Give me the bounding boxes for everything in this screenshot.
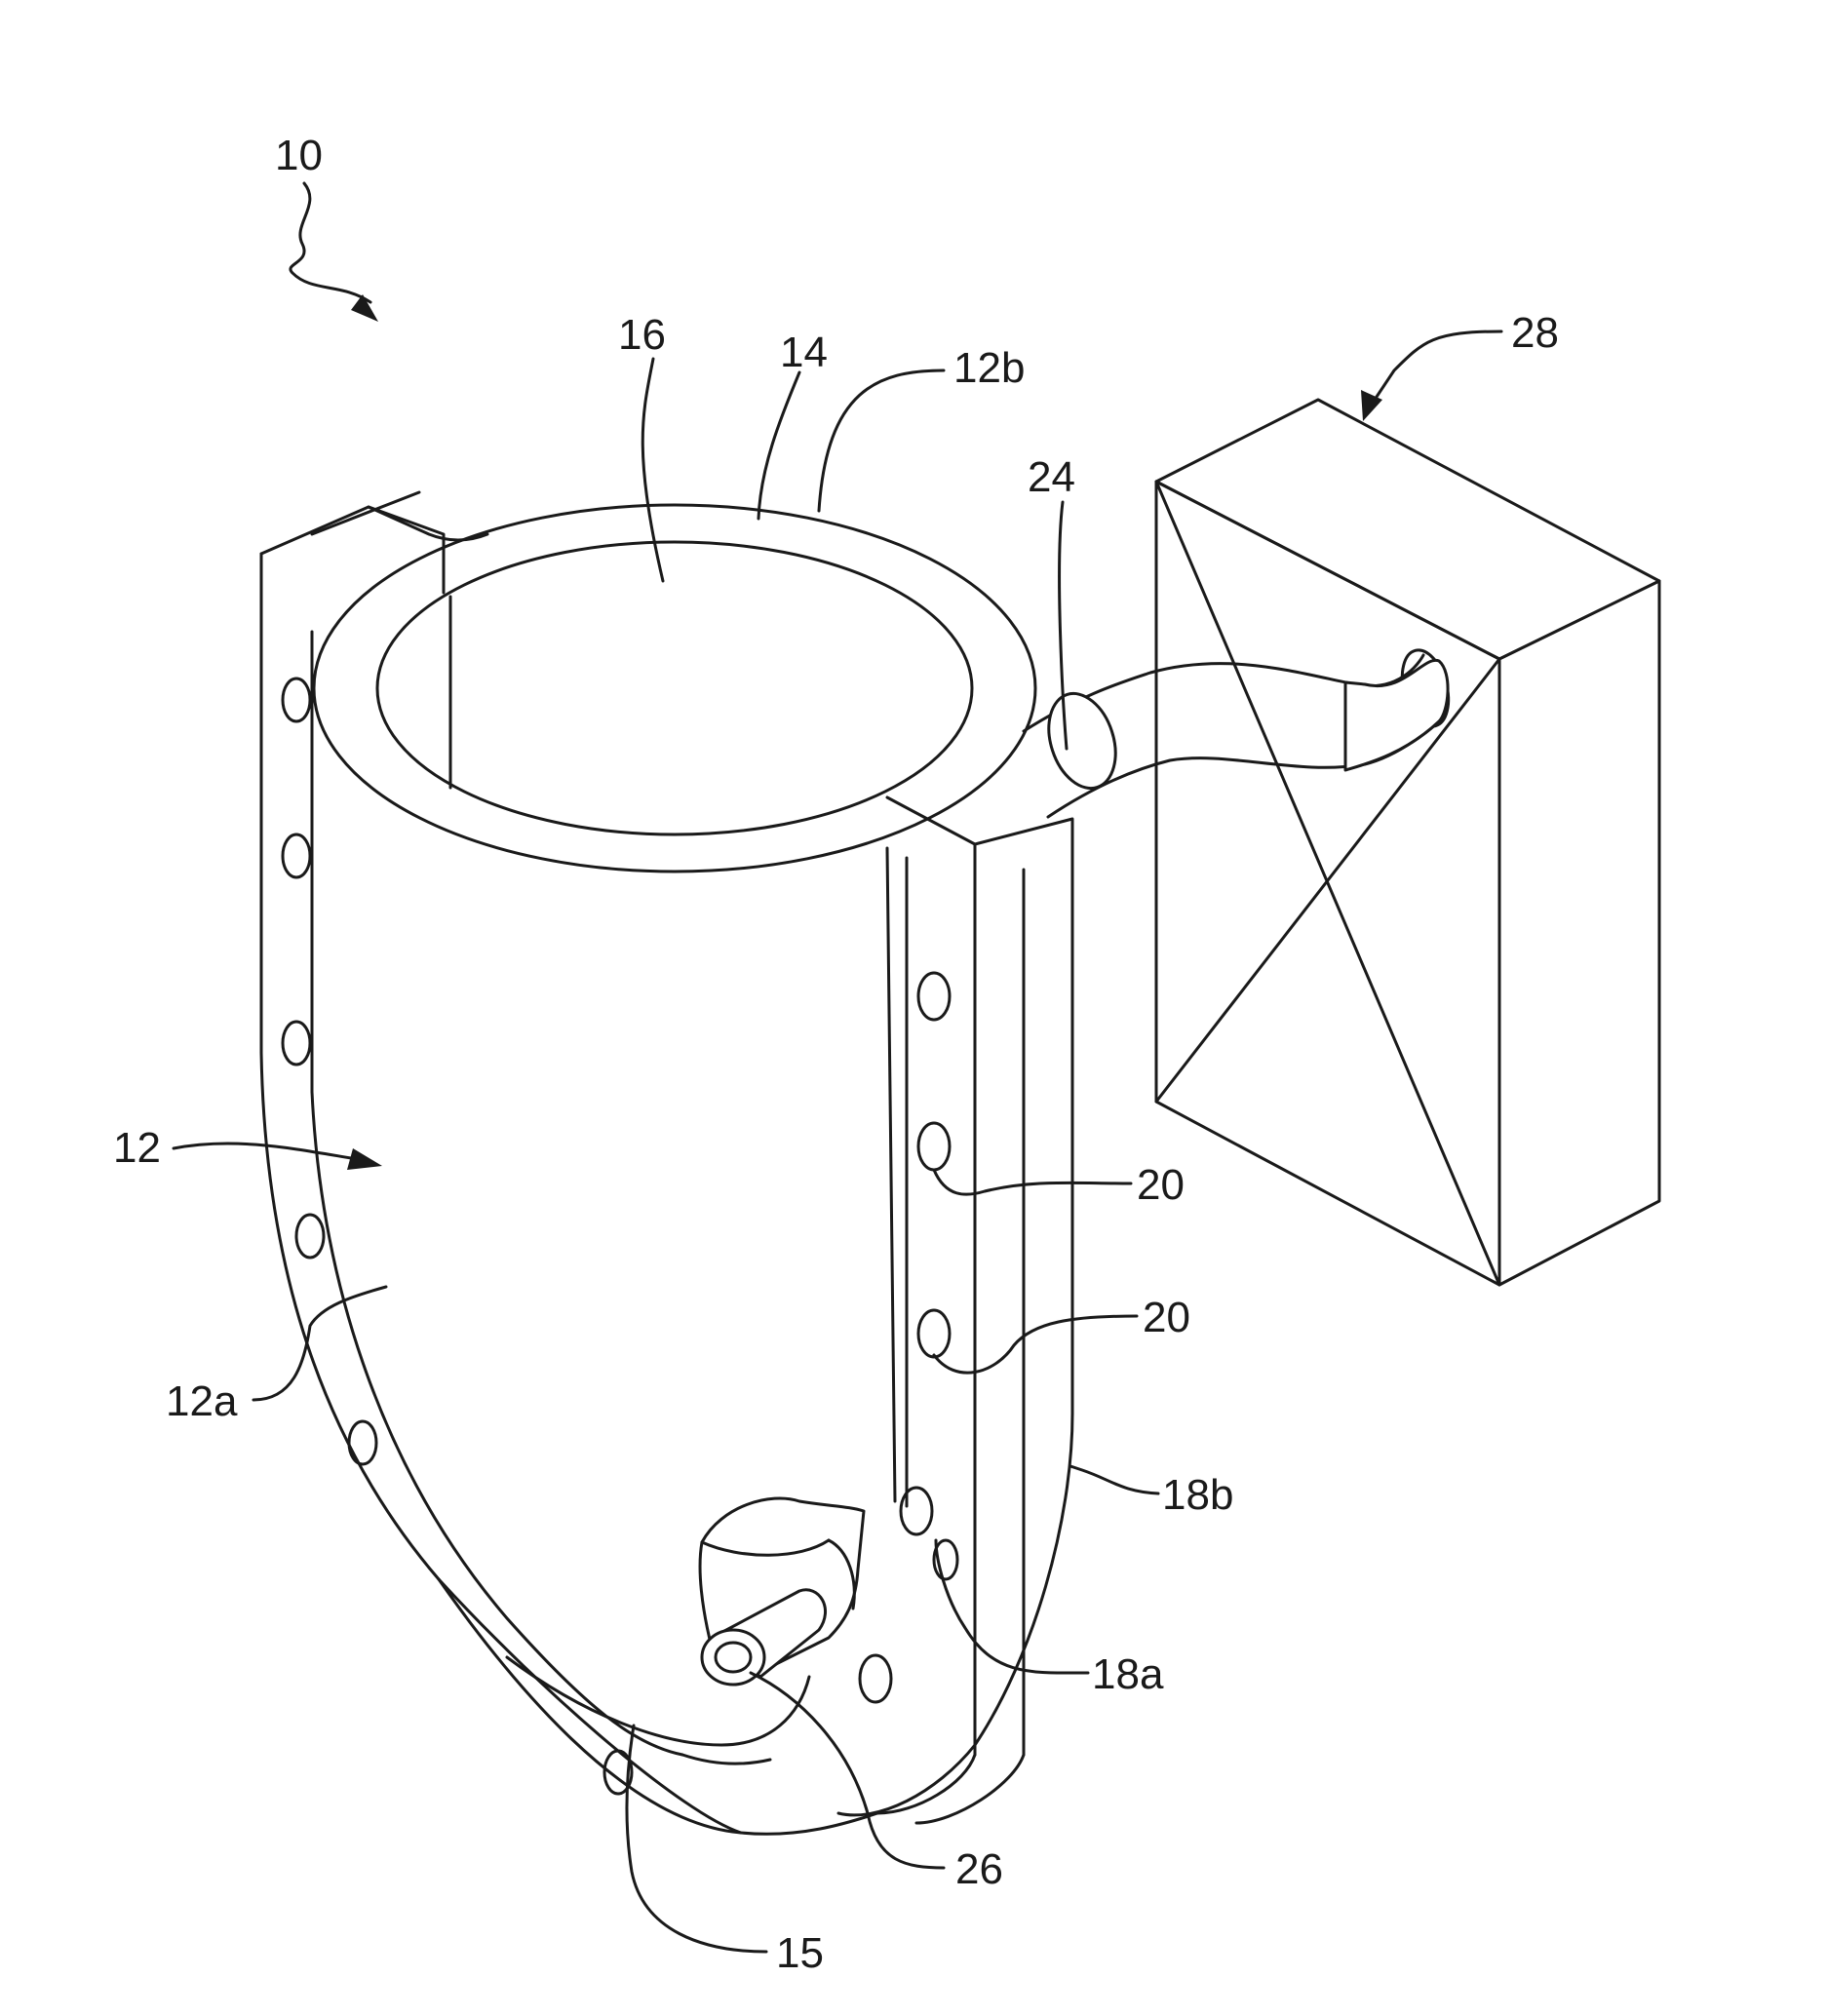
vent-hole bbox=[283, 1022, 310, 1065]
left-flange-top-inner bbox=[312, 492, 419, 534]
left-flange-inner-edge bbox=[312, 632, 682, 1755]
vent-hole bbox=[918, 1310, 950, 1357]
leader-12a bbox=[253, 1287, 386, 1400]
heat-exchanger-box bbox=[1156, 400, 1659, 1285]
outlet-port bbox=[700, 1498, 864, 1685]
right-flange-top-face bbox=[887, 797, 1072, 844]
label-12b: 12b bbox=[953, 344, 1025, 392]
label-26: 26 bbox=[955, 1845, 1003, 1893]
leader-18b bbox=[1070, 1466, 1158, 1493]
label-15: 15 bbox=[776, 1929, 824, 1977]
label-12: 12 bbox=[113, 1124, 161, 1172]
outlet-tube-bore bbox=[716, 1643, 751, 1672]
leader-12 bbox=[174, 1144, 351, 1158]
vent-hole bbox=[283, 678, 310, 721]
label-28: 28 bbox=[1511, 309, 1559, 357]
label-20-lower: 20 bbox=[1143, 1294, 1190, 1341]
arrowhead bbox=[351, 294, 378, 322]
label-10: 10 bbox=[275, 132, 323, 179]
arrowhead bbox=[347, 1148, 382, 1170]
leader-20-upper bbox=[934, 1170, 1131, 1194]
vent-hole bbox=[860, 1655, 891, 1702]
right-flange-inner-edge bbox=[887, 848, 895, 1501]
label-24: 24 bbox=[1028, 453, 1075, 501]
label-18a: 18a bbox=[1092, 1650, 1164, 1698]
leader-12b bbox=[819, 370, 944, 511]
vent-hole bbox=[918, 973, 950, 1020]
leader-26 bbox=[751, 1673, 944, 1868]
pipe-box-joint bbox=[1345, 660, 1448, 770]
vent-hole bbox=[283, 834, 310, 877]
right-flange-outer-edge bbox=[838, 836, 1072, 1815]
rim-outer-ellipse bbox=[314, 505, 1035, 872]
label-12a: 12a bbox=[166, 1377, 238, 1425]
reference-labels: 10 16 14 12b 28 24 12 20 20 12a 18b 18a … bbox=[113, 132, 1559, 1977]
rim-inner-ellipse bbox=[377, 542, 972, 834]
vessel bbox=[261, 492, 1072, 1834]
leader-20-lower bbox=[934, 1316, 1137, 1373]
box-side-face bbox=[1499, 581, 1659, 1285]
leader-28 bbox=[1375, 331, 1501, 400]
vent-hole bbox=[918, 1123, 950, 1170]
vent-hole bbox=[901, 1488, 932, 1534]
vent-hole bbox=[349, 1421, 376, 1464]
label-18b: 18b bbox=[1162, 1471, 1233, 1519]
leader-10 bbox=[291, 183, 370, 302]
label-16: 16 bbox=[618, 311, 666, 359]
vent-hole bbox=[296, 1215, 324, 1258]
box-front-diagonal bbox=[1156, 659, 1499, 1102]
label-14: 14 bbox=[780, 329, 828, 376]
label-20-upper: 20 bbox=[1137, 1161, 1185, 1209]
vessel-bottom-groove bbox=[682, 1755, 770, 1764]
leader-16 bbox=[642, 359, 663, 581]
leader-14 bbox=[758, 372, 799, 519]
